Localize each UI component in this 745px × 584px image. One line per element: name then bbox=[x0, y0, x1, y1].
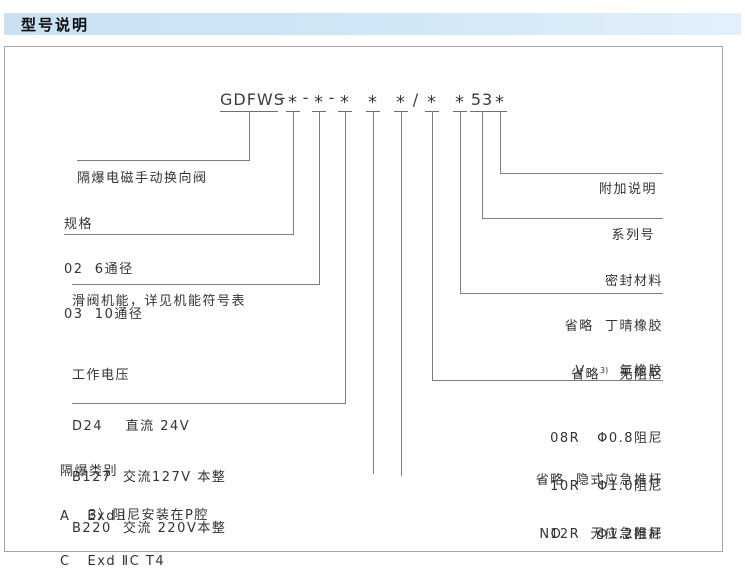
code-slash: / bbox=[412, 90, 420, 109]
leader-line-v-seal bbox=[460, 111, 461, 293]
code-star-3: * bbox=[338, 92, 352, 113]
seal-title: 密封材料 bbox=[604, 274, 663, 289]
pushrod-row: 省略 隐式应急推杆 bbox=[535, 473, 663, 488]
leader-line-v-spec bbox=[293, 111, 294, 234]
leader-line-v-series bbox=[482, 111, 483, 218]
label-damping-block: 省略3) 无阻尼 08R Φ0.8阻尼 10R Φ1.0阻尼 12R Φ1.2阻… bbox=[548, 315, 663, 559]
code-star-6: * bbox=[425, 92, 439, 113]
label-series-number: 系列号 bbox=[611, 228, 655, 243]
code-star-5: * bbox=[394, 92, 408, 113]
code-dash: - bbox=[328, 88, 336, 107]
damping-default-row: 省略3) 无阻尼 bbox=[571, 366, 663, 383]
leader-line-h-valve bbox=[77, 160, 250, 161]
code-dash: - bbox=[302, 88, 310, 107]
exproof-row: A Exd Ⅰ bbox=[60, 509, 127, 524]
seal-row: V 氟橡胶 bbox=[575, 364, 663, 379]
leader-line-v-spool bbox=[319, 111, 320, 284]
label-spec-block: 规格 02 6通径 03 10通径 bbox=[64, 187, 143, 337]
label-valve-name: 隔爆电磁手动换向阀 bbox=[77, 171, 208, 186]
voltage-title: 工作电压 bbox=[72, 368, 131, 383]
voltage-row: B127 交流127V 本整 bbox=[72, 470, 227, 485]
leader-line-v-voltage bbox=[345, 111, 346, 403]
damping-row: 12R Φ1.2阻尼 bbox=[550, 527, 663, 543]
pushrod-row: NO 无应急推杆 bbox=[539, 527, 663, 542]
spec-title: 规格 bbox=[64, 217, 94, 232]
leader-line-v-exproof bbox=[373, 111, 374, 474]
leader-line-v-pushrod bbox=[401, 111, 402, 476]
label-exproof-block: 隔爆类别 A Exd Ⅰ C Exd ⅡC T4 bbox=[60, 434, 165, 584]
code-star-4: * bbox=[366, 92, 380, 113]
exproof-row: C Exd ⅡC T4 bbox=[60, 554, 166, 569]
leader-line-h-spool bbox=[72, 284, 320, 285]
footnote: 3）阻尼安装在P腔 bbox=[88, 508, 209, 523]
damping-row: 10R Φ1.0阻尼 bbox=[550, 479, 663, 495]
label-seal-block: 密封材料 省略 丁晴橡胶 V 氟橡胶 bbox=[565, 244, 663, 394]
leader-line-v-damping bbox=[432, 111, 433, 380]
spec-row: 02 6通径 bbox=[64, 262, 134, 277]
leader-line-v-valve bbox=[249, 111, 250, 160]
leader-line-h-series bbox=[482, 218, 663, 219]
code-star-2: * bbox=[312, 92, 326, 113]
code-star-1: * bbox=[286, 92, 300, 113]
section-header-bar: 型号说明 bbox=[4, 13, 741, 35]
code-star-8: * bbox=[493, 92, 507, 113]
code-prefix: GDFWS bbox=[220, 91, 284, 112]
leader-line-h-seal bbox=[460, 293, 663, 294]
exproof-title: 隔爆类别 bbox=[60, 464, 119, 479]
diagram-frame bbox=[4, 46, 723, 552]
leader-line-h-additional bbox=[500, 173, 663, 174]
label-voltage-block: 工作电压 D24 直流 24V B127 交流127V 本整 B220 交流 2… bbox=[72, 333, 226, 554]
voltage-row: B220 交流 220V本整 bbox=[72, 521, 227, 536]
damping-row: 08R Φ0.8阻尼 bbox=[550, 431, 663, 447]
leader-line-v-additional bbox=[500, 111, 501, 173]
footnote-marker: 3) bbox=[600, 366, 609, 375]
code-star-7: * bbox=[453, 92, 467, 113]
spec-row: 03 10通径 bbox=[64, 307, 144, 322]
leader-line-h-voltage bbox=[72, 403, 346, 404]
code-dash: - bbox=[279, 88, 287, 107]
page-title: 型号说明 bbox=[21, 15, 90, 34]
leader-line-h-spec bbox=[64, 234, 294, 235]
label-spool-function: 滑阀机能，详见机能符号表 bbox=[72, 294, 247, 309]
label-additional-notes: 附加说明 bbox=[598, 182, 657, 197]
leader-line-h-damping bbox=[432, 380, 663, 381]
voltage-row: D24 直流 24V bbox=[72, 419, 191, 434]
seal-row: 省略 丁晴橡胶 bbox=[564, 319, 663, 334]
label-pushrod-block: 省略 隐式应急推杆 NO 无应急推杆 bbox=[536, 436, 663, 562]
code-series-53: 53 bbox=[470, 91, 494, 112]
